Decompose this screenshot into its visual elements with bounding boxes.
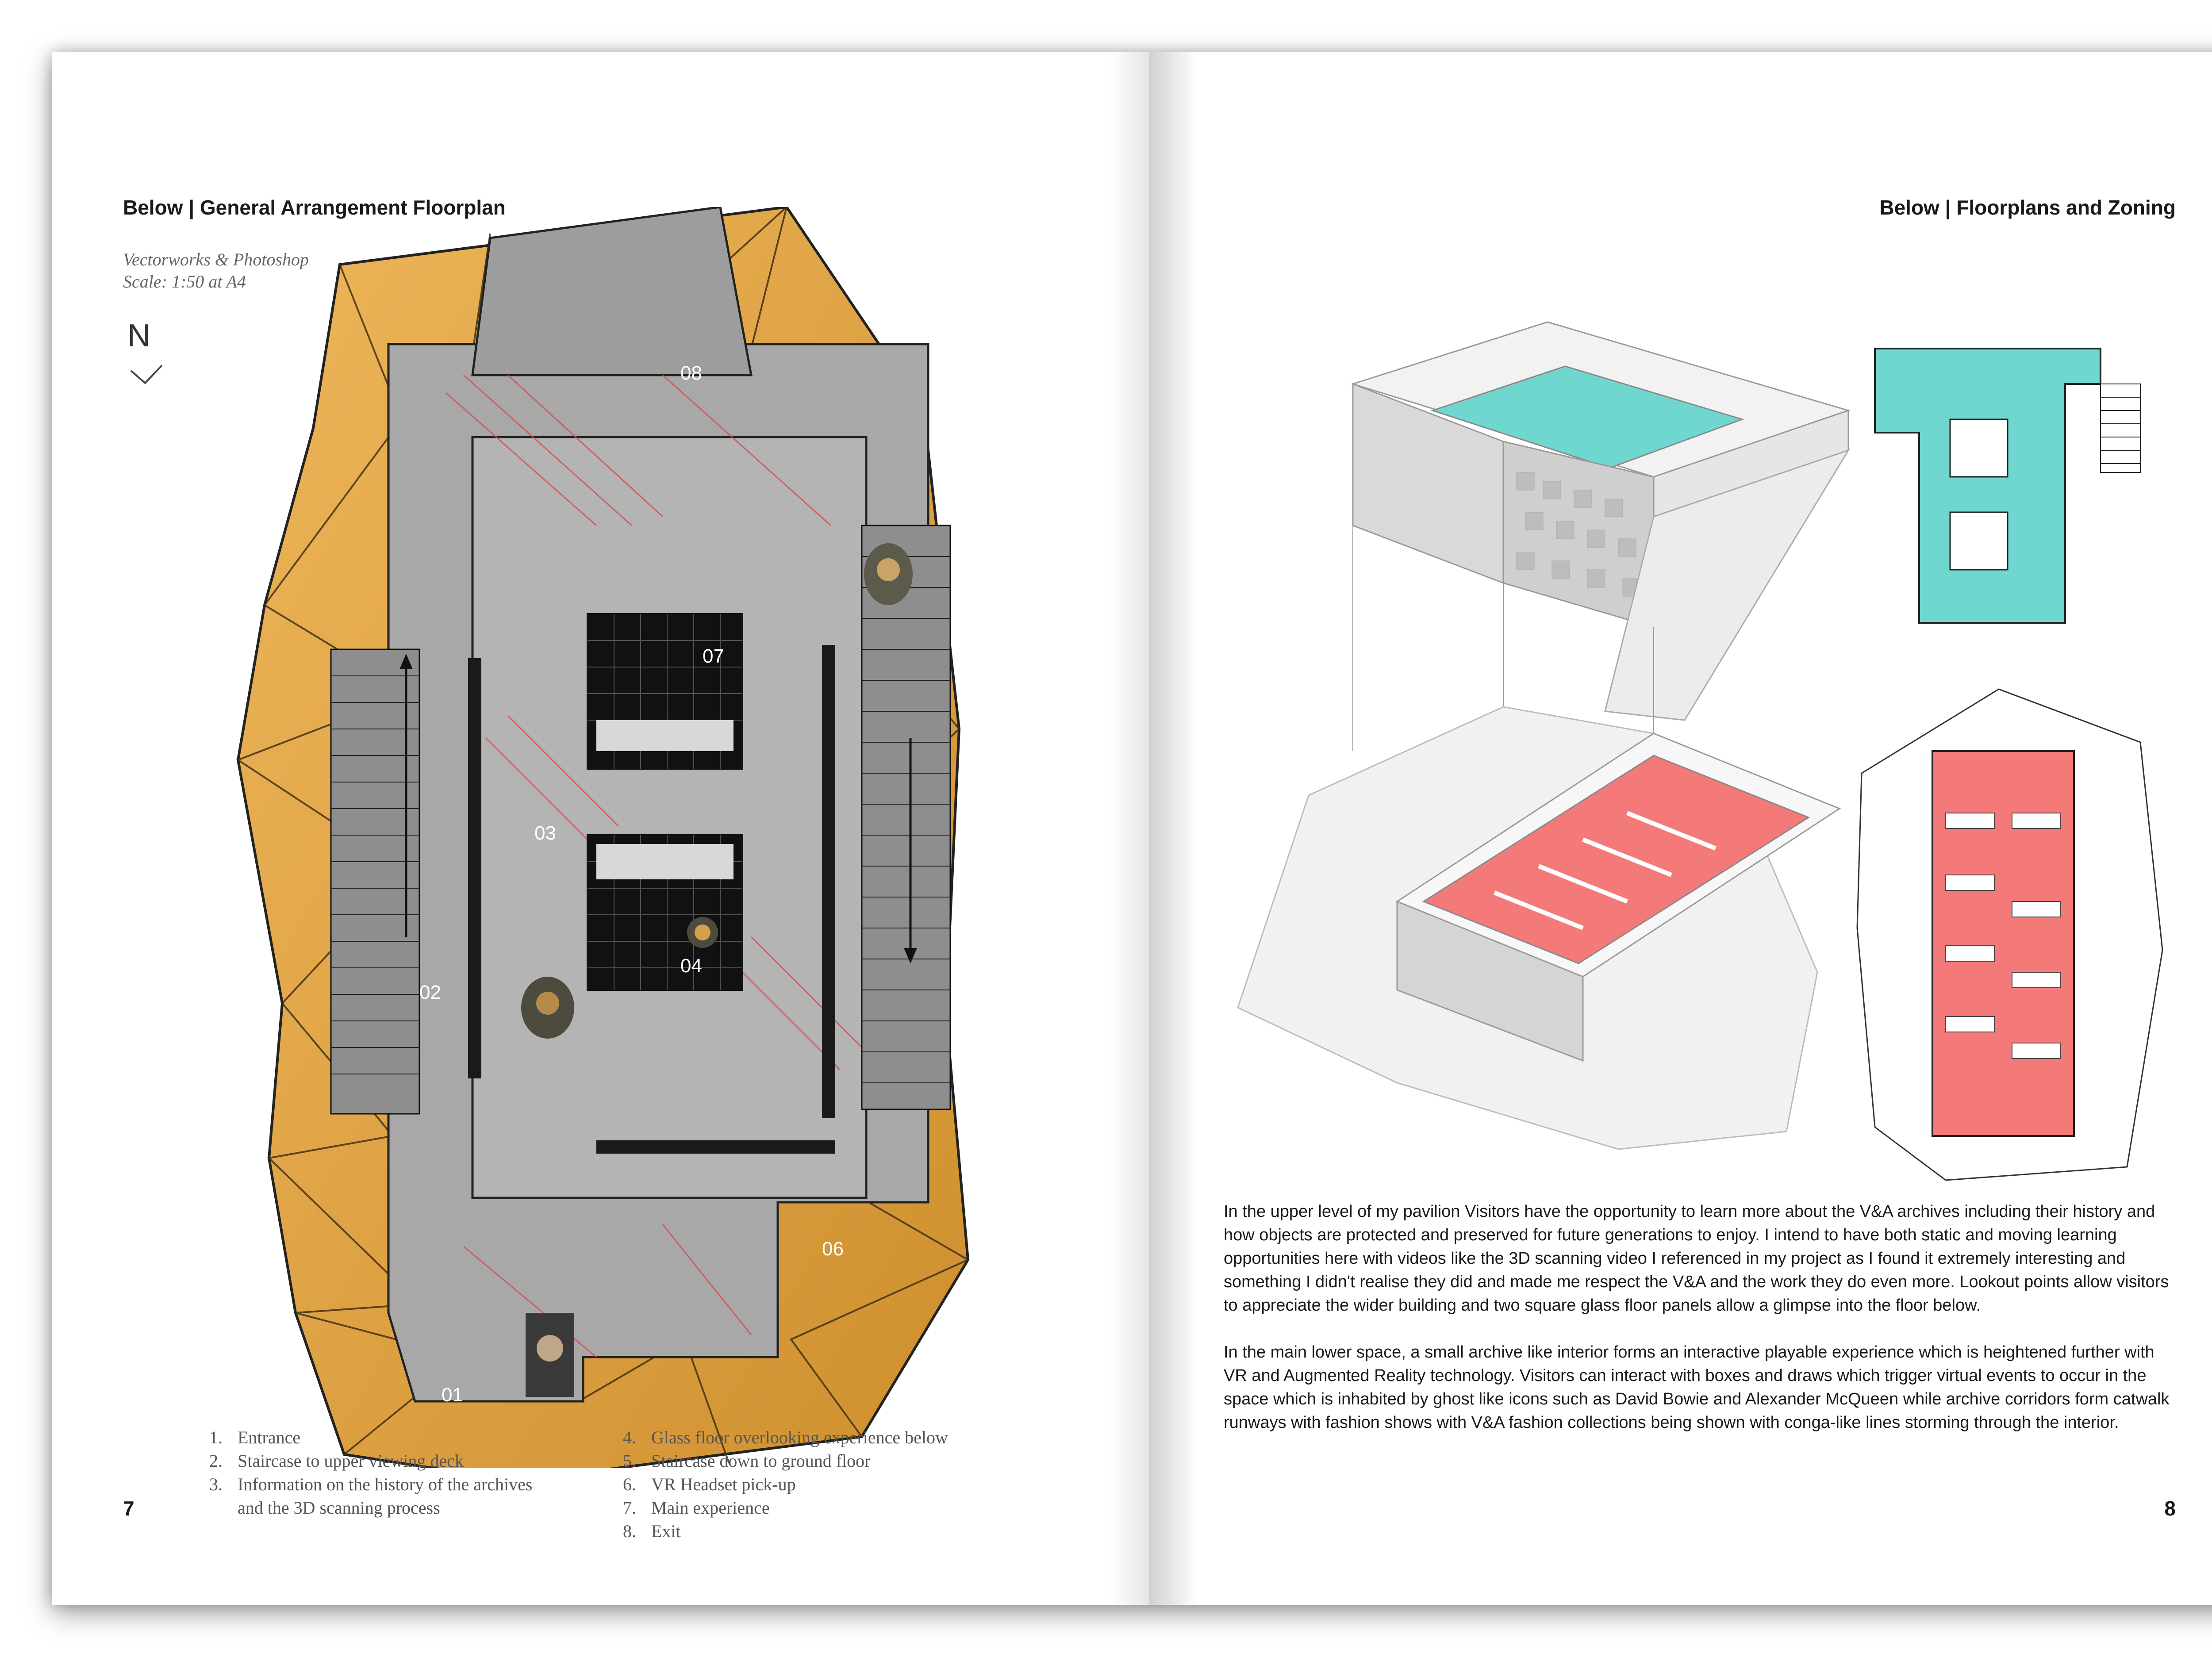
circulation-lines <box>445 374 863 1358</box>
legend-item: 7.Main experience <box>623 1498 770 1518</box>
person-figure <box>521 977 574 1039</box>
legend-item: 1.Entrance <box>209 1427 301 1447</box>
zone-label-06: 06 <box>822 1238 844 1260</box>
legend-column-2: 4.Glass floor overlooking experience bel… <box>603 1426 1001 1543</box>
left-page-heading: Below | General Arrangement Floorplan <box>123 196 506 219</box>
subtitle-line: Vectorworks & Photoshop <box>123 249 309 269</box>
legend-item: 2.Staircase to upper viewing deck <box>209 1451 464 1471</box>
person-figure <box>687 917 718 948</box>
legend-item: 8.Exit <box>623 1521 681 1541</box>
legend-item: 3.Information on the history of the arch… <box>209 1474 533 1518</box>
north-label: N <box>127 318 150 353</box>
legend-item: 6.VR Headset pick-up <box>623 1474 796 1494</box>
page-number-left: 7 <box>123 1497 134 1520</box>
zone-label-01: 01 <box>442 1384 463 1406</box>
upper-level-axonometric <box>1350 321 1851 721</box>
archive-shelves <box>1494 811 1717 930</box>
legend-item: 5.Staircase down to ground floor <box>623 1451 871 1471</box>
central-void <box>471 436 868 1199</box>
body-paragraph: In the main lower space, a small archive… <box>1224 1343 2170 1432</box>
left-page: Below | General Arrangement Floorplan Ve… <box>52 52 1149 1605</box>
lower-level-axonometric <box>1237 706 1841 1150</box>
person-figure <box>864 543 913 605</box>
staircase-up <box>330 648 420 1115</box>
left-page-subtitle: Vectorworks & Photoshop Scale: 1:50 at A… <box>123 249 309 293</box>
zone-label-08: 08 <box>680 362 702 384</box>
glass-floor-panel-upper <box>587 613 743 770</box>
general-arrangement-floorplan: 08 07 03 02 04 06 01 <box>236 207 970 1468</box>
balustrade-left <box>468 658 481 1078</box>
gutter-shadow <box>1110 52 1149 1605</box>
zone-label-04: 04 <box>680 955 702 977</box>
page-number-right: 8 <box>2164 1497 2176 1520</box>
staircase-down <box>861 525 951 1110</box>
body-text: In the upper level of my pavilion Visito… <box>1224 1200 2170 1458</box>
glass-floor-panel-lower <box>587 834 743 991</box>
subtitle-line: Scale: 1:50 at A4 <box>123 272 246 292</box>
arrow-down-head-icon <box>904 948 917 963</box>
zone-label-02: 02 <box>419 982 441 1003</box>
body-paragraph: In the upper level of my pavilion Visito… <box>1224 1202 2169 1315</box>
staircase-up-treads <box>331 675 419 1074</box>
balustrade-right <box>822 645 835 1118</box>
north-arrow: N <box>127 318 180 388</box>
arrow-up-head-icon <box>399 654 413 669</box>
upper-exit-floor <box>471 207 753 376</box>
right-page: Below | Floorplans and Zoning <box>1149 52 2212 1605</box>
zone-label-07: 07 <box>703 645 724 667</box>
floorplans-and-zoning-axonometric <box>1237 321 2163 1181</box>
right-page-heading: Below | Floorplans and Zoning <box>1879 196 2176 219</box>
wheelchair-user-figure <box>526 1313 574 1397</box>
legend-column-1: 1.Entrance 2.Staircase to upper viewing … <box>189 1426 579 1519</box>
balustrade-bottom <box>596 1140 835 1154</box>
book-spread: Below | General Arrangement Floorplan Ve… <box>52 52 2212 1605</box>
upper-level-plan <box>1874 348 2141 624</box>
zone-label-03: 03 <box>534 822 556 844</box>
north-arrow-icon <box>130 364 163 384</box>
staircase-down-treads <box>862 556 950 1083</box>
gutter-shadow <box>1149 52 1198 1605</box>
lower-level-plan <box>1856 688 2163 1181</box>
legend-item: 4.Glass floor overlooking experience bel… <box>623 1427 948 1447</box>
